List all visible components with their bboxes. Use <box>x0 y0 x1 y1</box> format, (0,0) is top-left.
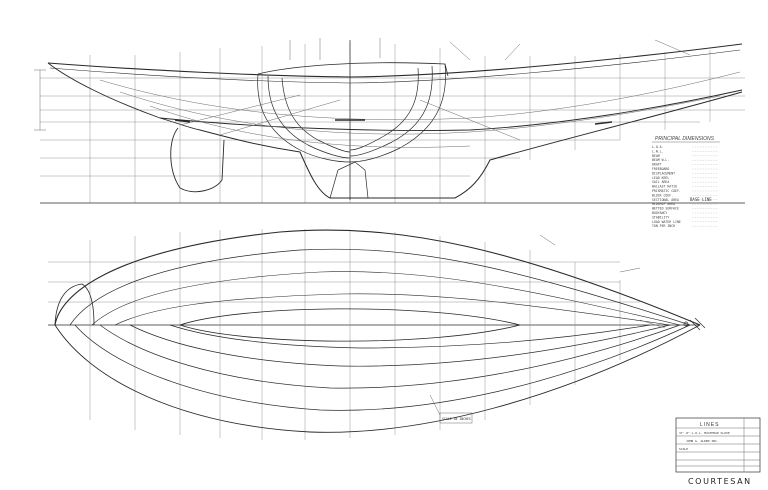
keel-half-breadth <box>178 308 521 342</box>
sheer-half-breadth <box>54 229 701 326</box>
diagonal-lower-2 <box>74 324 691 411</box>
title-block: LINES 37'-0" L.O.L. MASTHEAD SLOOP JOHN … <box>675 417 761 473</box>
diagonal-lower-1 <box>54 324 701 433</box>
base-line-label: BASE LINE <box>690 197 712 202</box>
rudder <box>170 127 225 193</box>
plan-station-lines <box>89 229 621 440</box>
profile-station-lines <box>89 42 711 203</box>
dimension-row-label: BUOYANCY <box>652 211 667 215</box>
bow-fittings <box>683 317 706 331</box>
cabin-top <box>257 62 449 77</box>
dimension-row-label: WETTED SURFACE <box>652 207 679 211</box>
profile-waterlines <box>40 77 745 177</box>
profile-diagonals <box>99 71 741 148</box>
dimension-row-label: BEAM <box>652 154 660 158</box>
profile-leaders <box>34 38 691 131</box>
dimension-row-label: MIDSHIP AREA <box>652 202 675 206</box>
dimension-row-label: DRAFT <box>652 163 662 167</box>
principal-dimensions-table: PRINCIPAL DIMENSIONS L.O.A.L.W.L.BEAMBEA… <box>652 136 720 228</box>
principal-dimensions-heading: PRINCIPAL DIMENSIONS <box>655 136 715 142</box>
dimension-row-label: SECTIONAL AREA <box>652 198 679 202</box>
dimension-row-label: BEAM W.L. <box>652 158 669 162</box>
dimension-row-label: STABILITY <box>652 215 669 219</box>
dimension-row-label: LEAD KEEL <box>652 176 669 180</box>
dimension-row-label: L.W.L. <box>652 149 664 153</box>
profile-view: BASE LINE <box>34 38 745 204</box>
diagonal-lower-4 <box>129 324 671 367</box>
dimension-row-label: DISPLACEMENT <box>652 171 675 175</box>
ballast-keel <box>329 161 369 199</box>
scale-detail-box <box>439 412 473 424</box>
dimension-row-label: PRISMATIC COEF. <box>652 189 681 193</box>
waterline-upper-3 <box>91 271 681 326</box>
dimension-row-label: BLOCK COEF. <box>652 193 673 197</box>
transom-half <box>54 283 95 326</box>
diagonal-lower-3 <box>99 324 681 389</box>
dimension-row-label: L.O.A. <box>652 145 664 149</box>
half-breadth-plan: SCALE IN INCHES <box>48 229 706 440</box>
dimension-row-label: FREEBOARD <box>652 167 669 171</box>
waterline-upper-4 <box>114 293 671 326</box>
dimension-row-label: TON PER INCH <box>652 224 675 228</box>
boat-name: COURTESAN <box>688 477 752 486</box>
dimension-row-label: BALLAST RATIO <box>652 185 677 189</box>
dimension-row-label: SAIL AREA <box>652 180 669 184</box>
title-block-designer: JOHN G. ALDEN INC. <box>686 439 719 443</box>
waterline-upper-2 <box>69 248 691 326</box>
keel-profile <box>199 91 743 199</box>
title-block-subtitle: 37'-0" L.O.L. MASTHEAD SLOOP <box>679 431 730 435</box>
plan-buttock-lines <box>48 261 640 303</box>
title-block-title: LINES <box>700 422 719 428</box>
diagonal-lower-5 <box>169 324 651 349</box>
stern-profile <box>47 62 201 131</box>
title-block-scale: SCALE <box>679 447 688 451</box>
scale-detail-label: SCALE IN INCHES <box>442 417 471 421</box>
profile-hatch-marks <box>174 119 613 125</box>
dimension-row-label: LOAD WATER LINE <box>652 220 681 224</box>
hull-bottom <box>159 89 743 131</box>
plan-leaders <box>429 234 666 416</box>
